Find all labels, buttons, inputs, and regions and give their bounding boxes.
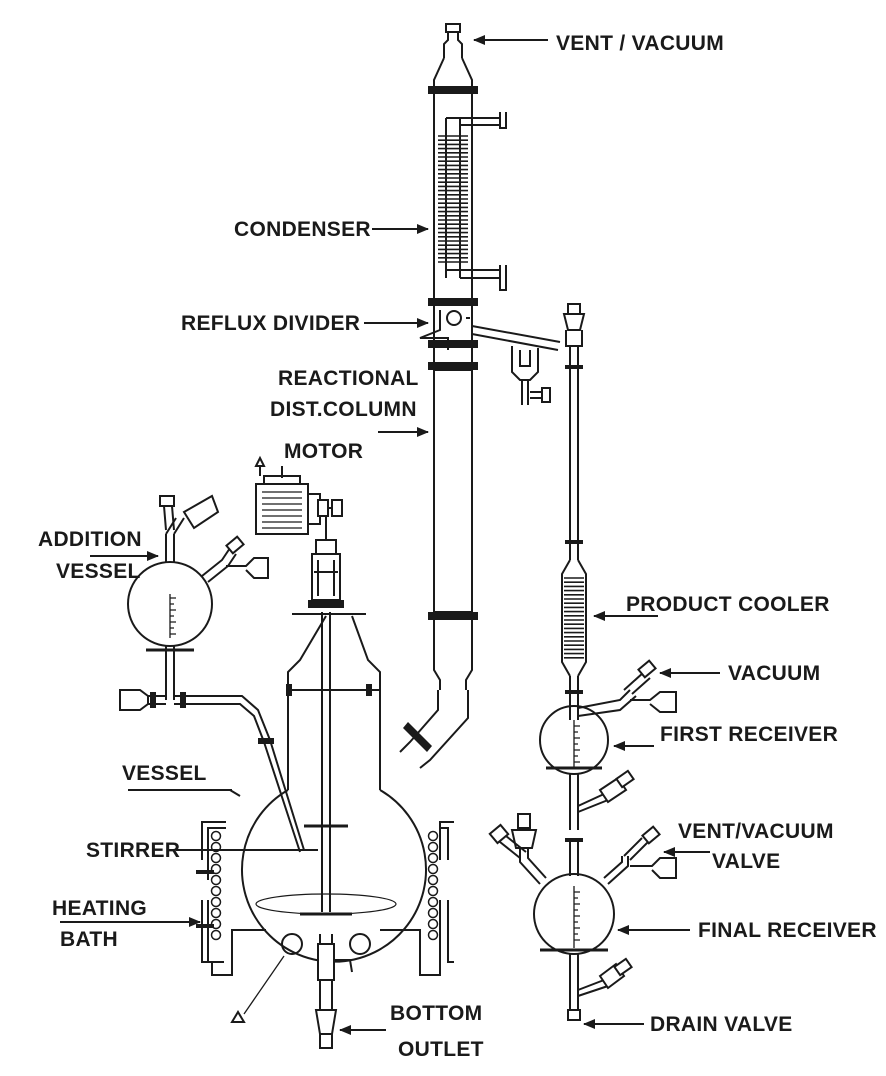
distillation-column <box>399 23 561 769</box>
leader-vessel <box>229 789 241 797</box>
label-reactional-line1: REACTIONAL <box>278 367 419 390</box>
label-vent-valve-line2: VALVE <box>712 850 780 873</box>
label-heating-line1: HEATING <box>52 897 147 920</box>
label-vessel: VESSEL <box>122 762 207 785</box>
labels: VENT / VACUUM CONDENSER REFLUX DIVIDER R… <box>38 32 877 1061</box>
label-bottom-line1: BOTTOM <box>390 1002 482 1025</box>
label-vacuum: VACUUM <box>728 662 820 685</box>
heating-bath <box>196 821 454 1023</box>
label-vent-valve-line1: VENT/VACUUM <box>678 820 834 843</box>
reaction-vessel <box>241 612 427 1049</box>
reflux-trap <box>511 346 551 405</box>
motor <box>254 455 344 608</box>
first-receiver <box>539 705 635 830</box>
product-line <box>561 303 677 720</box>
final-receiver <box>488 813 677 1021</box>
label-reflux-divider: REFLUX DIVIDER <box>181 312 360 335</box>
label-product-cooler: PRODUCT COOLER <box>626 593 830 616</box>
label-drain-valve: DRAIN VALVE <box>650 1013 793 1036</box>
label-motor: MOTOR <box>284 440 363 463</box>
label-heating-line2: BATH <box>60 928 118 951</box>
label-stirrer: STIRRER <box>86 839 180 862</box>
label-final-receiver: FINAL RECEIVER <box>698 919 877 942</box>
condenser-coil <box>438 135 468 263</box>
label-addition-line1: ADDITION <box>38 528 142 551</box>
label-reactional-line2: DIST.COLUMN <box>270 398 417 421</box>
label-addition-line2: VESSEL <box>56 560 141 583</box>
label-bottom-line2: OUTLET <box>398 1038 484 1061</box>
label-condenser: CONDENSER <box>234 218 371 241</box>
addition-vessel <box>119 494 305 853</box>
label-vent-vacuum: VENT / VACUUM <box>556 32 724 55</box>
label-first-receiver: FIRST RECEIVER <box>660 723 838 746</box>
